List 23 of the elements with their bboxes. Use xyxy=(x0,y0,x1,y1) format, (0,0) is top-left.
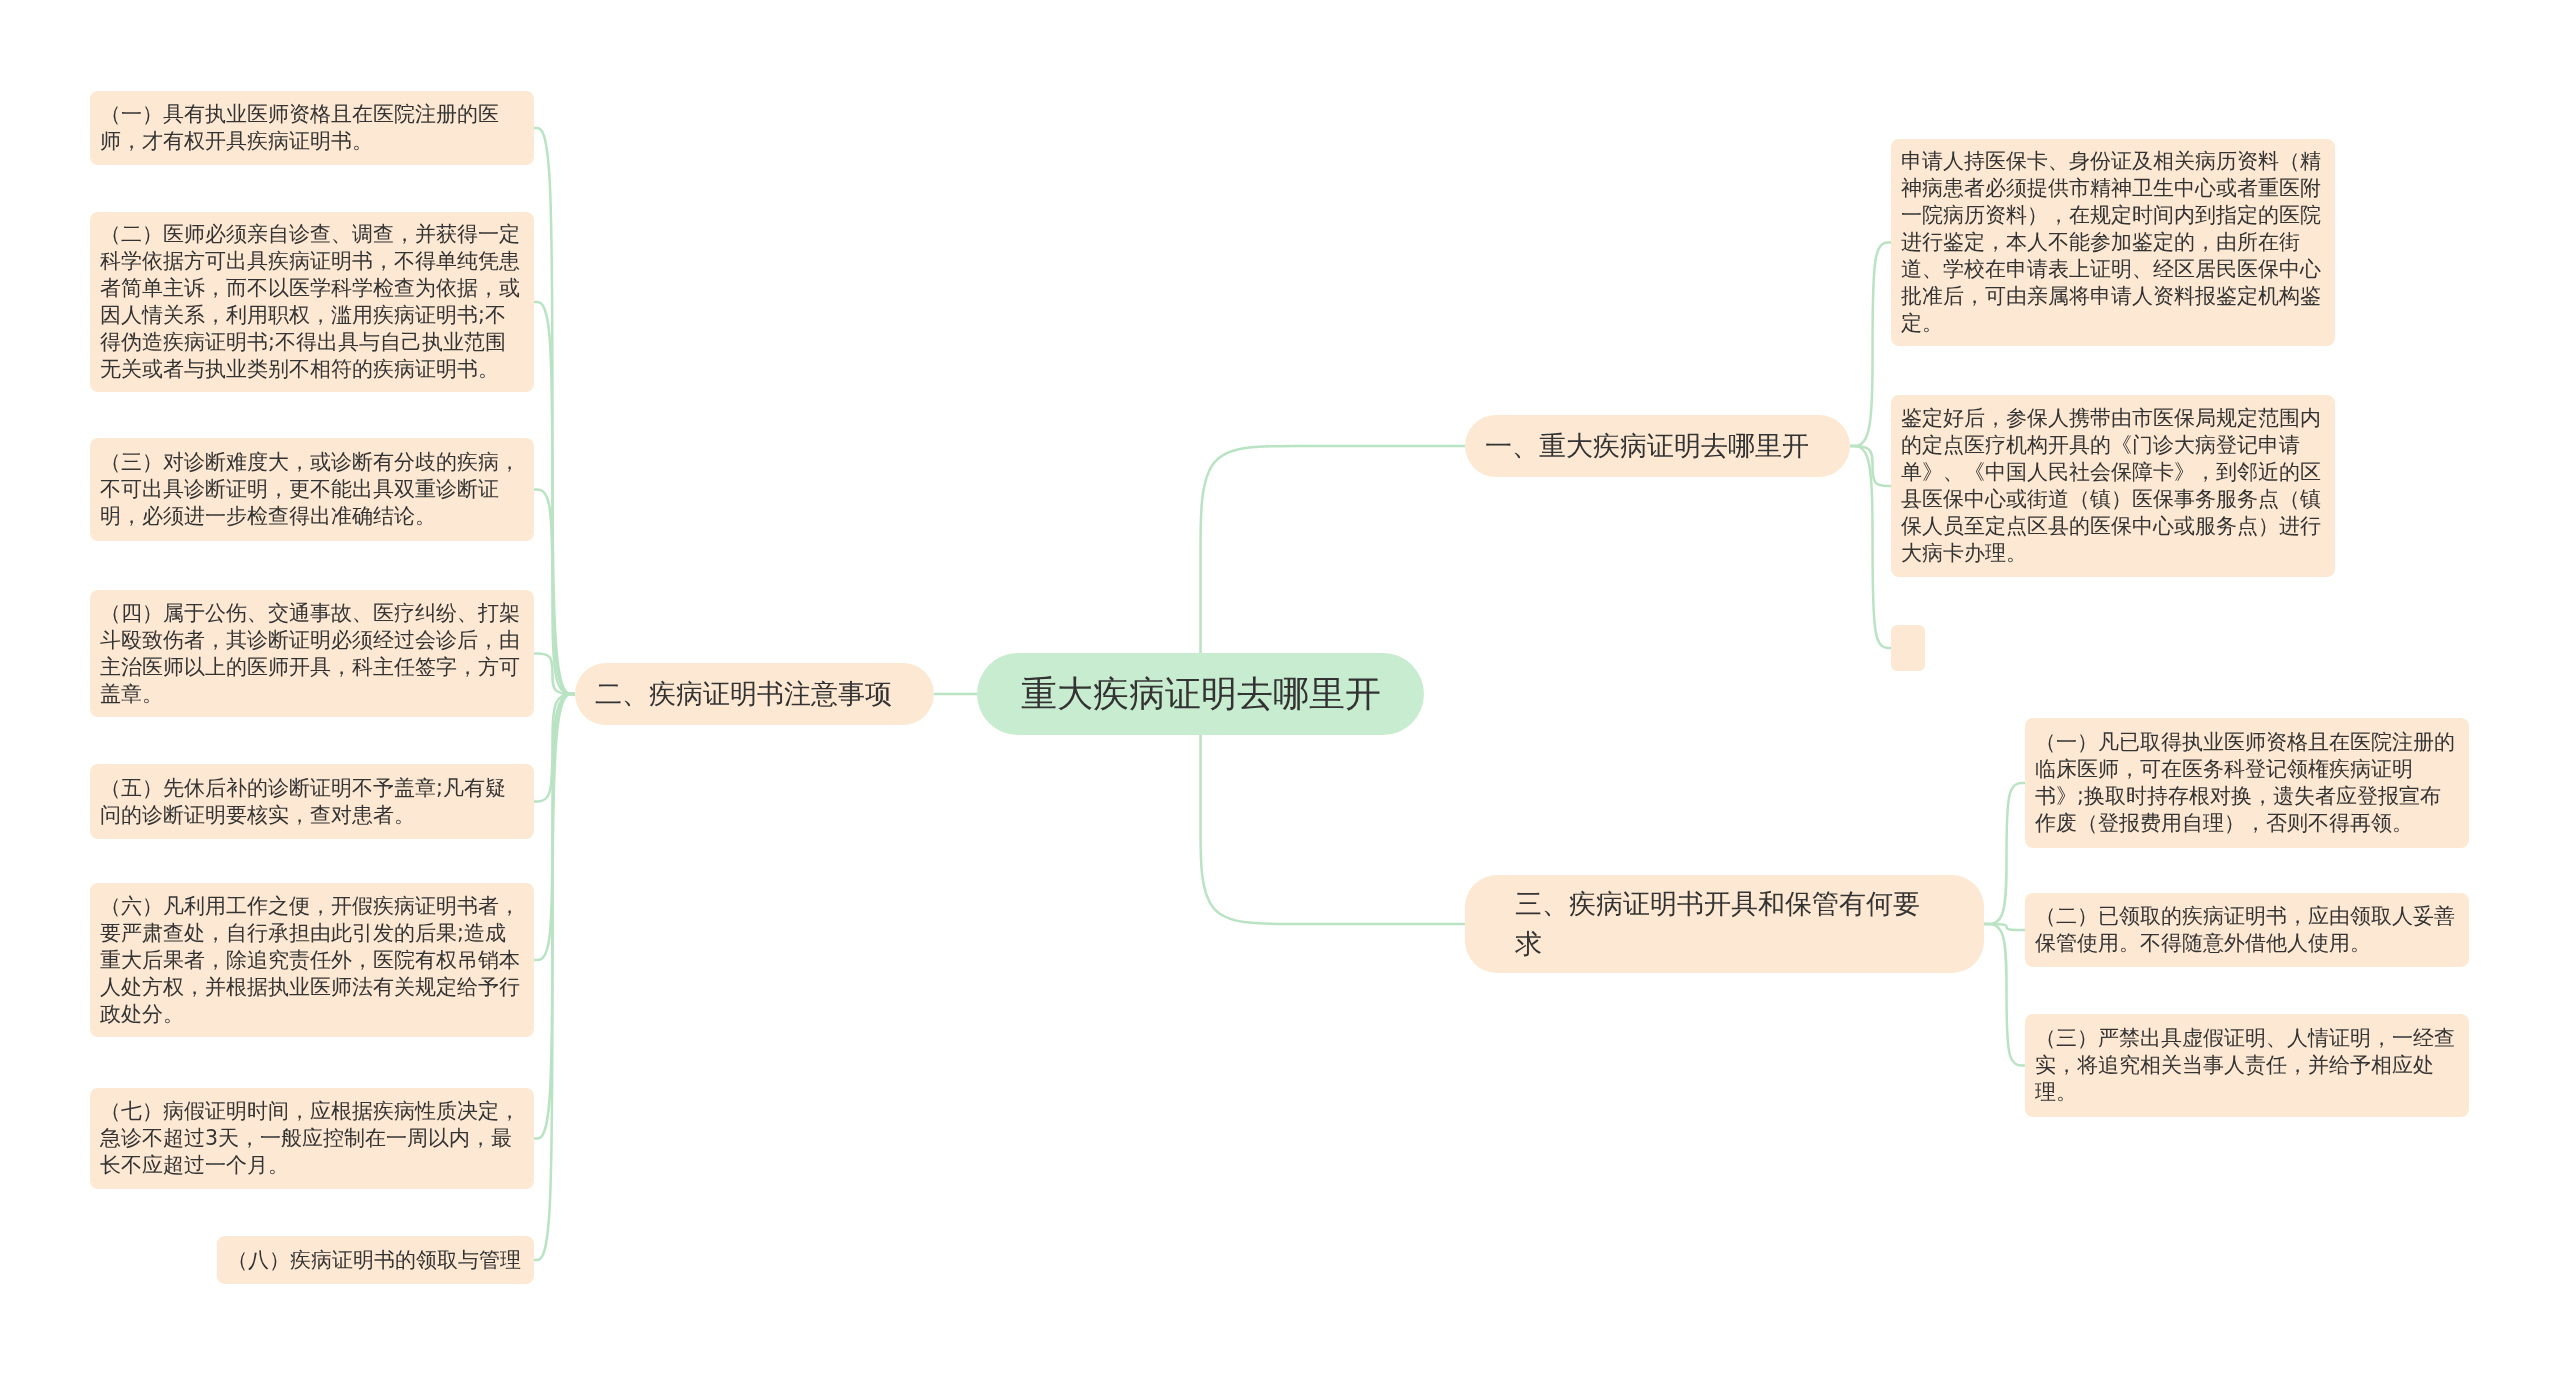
connector-line xyxy=(1199,444,1465,653)
subtopic-card: （三）严禁出具虚假证明、人情证明，一经查实，将追究相关当事人责任，并给予相应处理。 xyxy=(2025,1014,2469,1117)
subtopic-card: （七）病假证明时间，应根据疾病性质决定，急诊不超过3天，一般应控制在一周以内，最长不应超过一个月。 xyxy=(90,1088,534,1189)
subtopic-card: 鉴定好后，参保人携带由市医保局规定范围内的定点医疗机构开具的《门诊大病登记申请单》、《中国人民社会保障卡》，到邻近的区县医保中心或街道（镇）医保事务服务点（镇保人员至定点区县的医保中心或服务点）进行大病卡办理。 xyxy=(1891,395,2335,577)
empty-topic-box xyxy=(1891,625,1925,671)
main-topic: 二、疾病证明书注意事项 xyxy=(575,663,934,725)
connector-line xyxy=(1850,444,1891,650)
connector-line xyxy=(1984,922,2025,1067)
main-topic: 一、重大疾病证明去哪里开 xyxy=(1465,415,1850,477)
subtopic-card: （一）具有执业医师资格且在医院注册的医师，才有权开具疾病证明书。 xyxy=(90,91,534,165)
subtopic-card: （四）属于公伤、交通事故、医疗纠纷、打架斗殴致伤者，其诊断证明必须经过会诊后，由主治医师以上的医师开具，科主任签字，方可盖章。 xyxy=(90,590,534,717)
connector-line xyxy=(934,692,977,696)
subtopic-card: （三）对诊断难度大，或诊断有分歧的疾病，不可出具诊断证明，更不能出具双重诊断证明，必须进一步检查得出准确结论。 xyxy=(90,438,534,541)
central-topic: 重大疾病证明去哪里开 xyxy=(977,653,1424,735)
subtopic-card: （二）医师必须亲自诊查、调查，并获得一定科学依据方可出具疾病证明书，不得单纯凭患者简单主诉，而不以医学科学检查为依据，或因人情关系，利用职权，滥用疾病证明书;不得伪造疾病证明书;不得出具与自己执业范围无关或者与执业类别不相符的疾病证明书。 xyxy=(90,212,534,392)
main-topic: 三、疾病证明书开具和保管有何要求 xyxy=(1465,875,1984,973)
subtopic-card: （二）已领取的疾病证明书，应由领取人妥善保管使用。不得随意外借他人使用。 xyxy=(2025,893,2469,967)
subtopic-card: 申请人持医保卡、身份证及相关病历资料（精神病患者必须提供市精神卫生中心或者重医附一院病历资料），在规定时间内到指定的医院进行鉴定，本人不能参加鉴定的，由所在街道、学校在申请表上证明、经区居民医保中心批准后，可由亲属将申请人资料报鉴定机构鉴定。 xyxy=(1891,139,2335,346)
connector-line xyxy=(1199,735,1465,926)
subtopic-card: （五）先休后补的诊断证明不予盖章;凡有疑问的诊断证明要核实，查对患者。 xyxy=(90,764,534,839)
subtopic-card: （六）凡利用工作之便，开假疾病证明书者，要严肃查处，自行承担由此引发的后果;造成重大后果者，除追究责任外，医院有权吊销本人处方权，并根据执业医师法有关规定给予行政处分。 xyxy=(90,883,534,1037)
subtopic-card: （八）疾病证明书的领取与管理 xyxy=(217,1236,534,1284)
subtopic-card: （一）凡已取得执业医师资格且在医院注册的临床医师，可在医务科登记领権疾病证明书》;换取时持存根对换，遗失者应登报宣布作废（登报费用自理），否则不得再领。 xyxy=(2025,718,2469,848)
